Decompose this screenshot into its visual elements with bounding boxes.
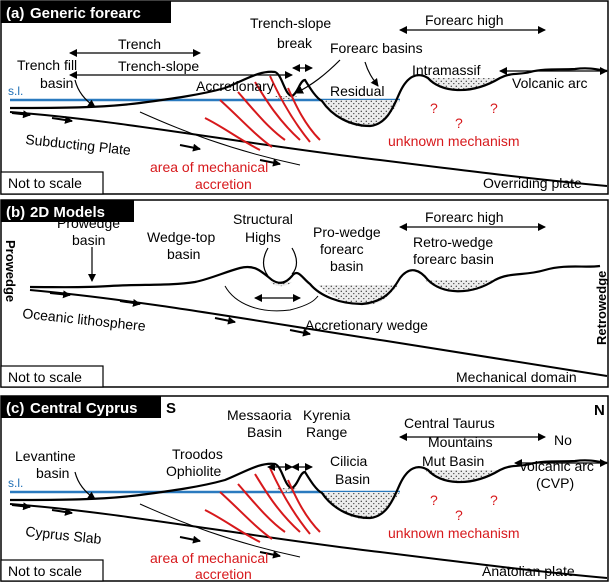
panel-a-title: Generic forearc [30,5,141,22]
panel-c-south: S [166,400,176,417]
panel-a-trench-fill-1: Trench fill [17,57,77,73]
panel-b-motion-arrow [215,318,235,322]
panel-a-volcanic-arc-label: Volcanic arc [512,75,587,91]
panel-c-troodos-2: Ophiolite [166,463,221,479]
panel-c-not-to-scale: Not to scale [8,563,82,579]
panel-b-prowedge-basin-2: basin [72,232,105,248]
panel-a-letter: (a) [6,5,24,22]
panel-c-messaoria-2: Basin [247,424,282,440]
panel-b-not-to-scale: Not to scale [8,369,82,385]
panel-c-title: Central Cyprus [30,400,138,417]
panel-c-no-arc-2: volcanic arc [520,458,594,474]
panel-c-cilicia-2: Basin [335,471,370,487]
panel-a-sea-level-label: s.l. [8,84,23,98]
panel-b-wedge-top-1: Wedge-top [147,229,215,245]
panel-a-question-3: ? [490,100,498,116]
panel-a-unknown-mechanism: unknown mechanism [388,133,520,149]
panel-a-residual-label: Residual [330,83,384,99]
panel-b-pro-wedge-2: forearc [320,241,364,257]
panel-c-cyprus-slab: Cyprus Slab [25,523,103,547]
panel-c-north: N [594,402,605,419]
panel-c-question-3: ? [490,492,498,508]
panel-b-structural-highs-2: Highs [245,229,281,245]
panel-c-mut-basin: Mut Basin [422,453,484,469]
panel-c-levantine-pointer [75,472,95,499]
panel-b-accretionary-wedge: Accretionary wedge [305,317,428,333]
panel-b-retrowedge-side: Retrowedge [594,271,609,345]
panel-b-letter: (b) [6,204,25,221]
panel-c-levantine-1: Levantine [15,448,76,464]
panel-c-sea-level-label: s.l. [8,476,23,490]
panel-b-structural-highs-1: Structural [233,211,293,227]
panel-c-topography [10,460,607,518]
panel-a-forearc-basins-label: Forearc basins [330,40,423,56]
panel-a-mech-accretion-1: area of mechanical [150,159,268,175]
panel-b-pro-wedge-1: Pro-wedge [313,224,381,240]
panel-c-levantine-2: basin [36,465,69,481]
panel-c-messaoria-1: Messaoria [227,407,292,423]
panel-b-slab-line [30,290,607,376]
panel-c-no-arc-1: No [554,432,572,448]
panel-b-mechanical-domain: Mechanical domain [456,369,577,385]
panel-a-intramassif-label: Intramassif [412,62,481,78]
panel-c-cvp: (CVP) [536,475,574,491]
panel-c-mech-accretion-2: accretion [195,566,252,582]
panel-b-structural-high-pointer [264,248,269,276]
panel-c-cilicia-1: Cilicia [330,453,368,469]
panel-a-subducting-plate: Subducting Plate [25,131,132,158]
panel-b-prowedge-side: Prowedge [3,240,18,302]
panel-b-topography [30,266,600,304]
panel-c-anatolian-plate: Anatolian plate [482,563,575,579]
panel-c-kyrenia-1: Kyrenia [303,407,351,423]
panel-a-accretionary-label: Accretionary [196,78,274,94]
panel-a-overriding-plate: Overriding plate [483,175,582,191]
panel-c-question-2: ? [455,507,463,523]
panel-b-oceanic-lithosphere: Oceanic lithosphere [22,305,147,334]
panel-c-motion-arrow [180,537,200,541]
panel-b-pro-wedge-3: basin [330,258,363,274]
panel-c-unknown-mechanism: unknown mechanism [388,525,520,541]
panel-c-kyrenia-2: Range [306,424,347,440]
panel-a-trench-label: Trench [118,36,161,52]
panel-a-trench-slope-label: Trench-slope [118,58,199,74]
panel-c-letter: (c) [6,400,24,417]
panel-b-wedge-top-2: basin [167,246,200,262]
panel-c-border [1,396,608,581]
panel-b-prowedge-basin-1: Prowedge [57,215,120,231]
panel-a-question-1: ? [430,100,438,116]
panel-a-trench-fill-2: basin [40,75,73,91]
panel-c: (c) Central Cyprus S N s.l. Messaoria [1,396,608,582]
panel-b-retro-wedge-2: forearc basin [413,251,494,267]
panel-b: (b) 2D Models Structural Highs Forearc h… [1,200,609,387]
panel-c-question-1: ? [430,492,438,508]
panel-b-forearc-high-label: Forearc high [425,209,504,225]
panel-a-motion-arrow [180,145,200,149]
panel-a-trench-slope-break-1: Trench-slope [250,15,331,31]
panel-a-mech-accretion-2: accretion [195,176,252,192]
panel-a-trench-fill-pointer [75,80,95,107]
panel-c-troodos-1: Troodos [172,446,223,462]
panel-b-structural-high-pointer [292,248,297,274]
panel-a-forearc-high-label: Forearc high [425,12,504,28]
panel-c-mech-accretion-1: area of mechanical [150,550,268,566]
panel-a-not-to-scale: Not to scale [8,175,82,191]
panel-a: (a) Generic forearc s.l. [1,1,608,194]
panel-c-taurus-1: Central Taurus [404,415,495,431]
panel-c-taurus-2: Mountains [428,434,493,450]
panel-b-retro-wedge-1: Retro-wedge [413,234,493,250]
panel-a-trench-slope-break-2: break [277,35,313,51]
panel-a-question-2: ? [455,115,463,131]
